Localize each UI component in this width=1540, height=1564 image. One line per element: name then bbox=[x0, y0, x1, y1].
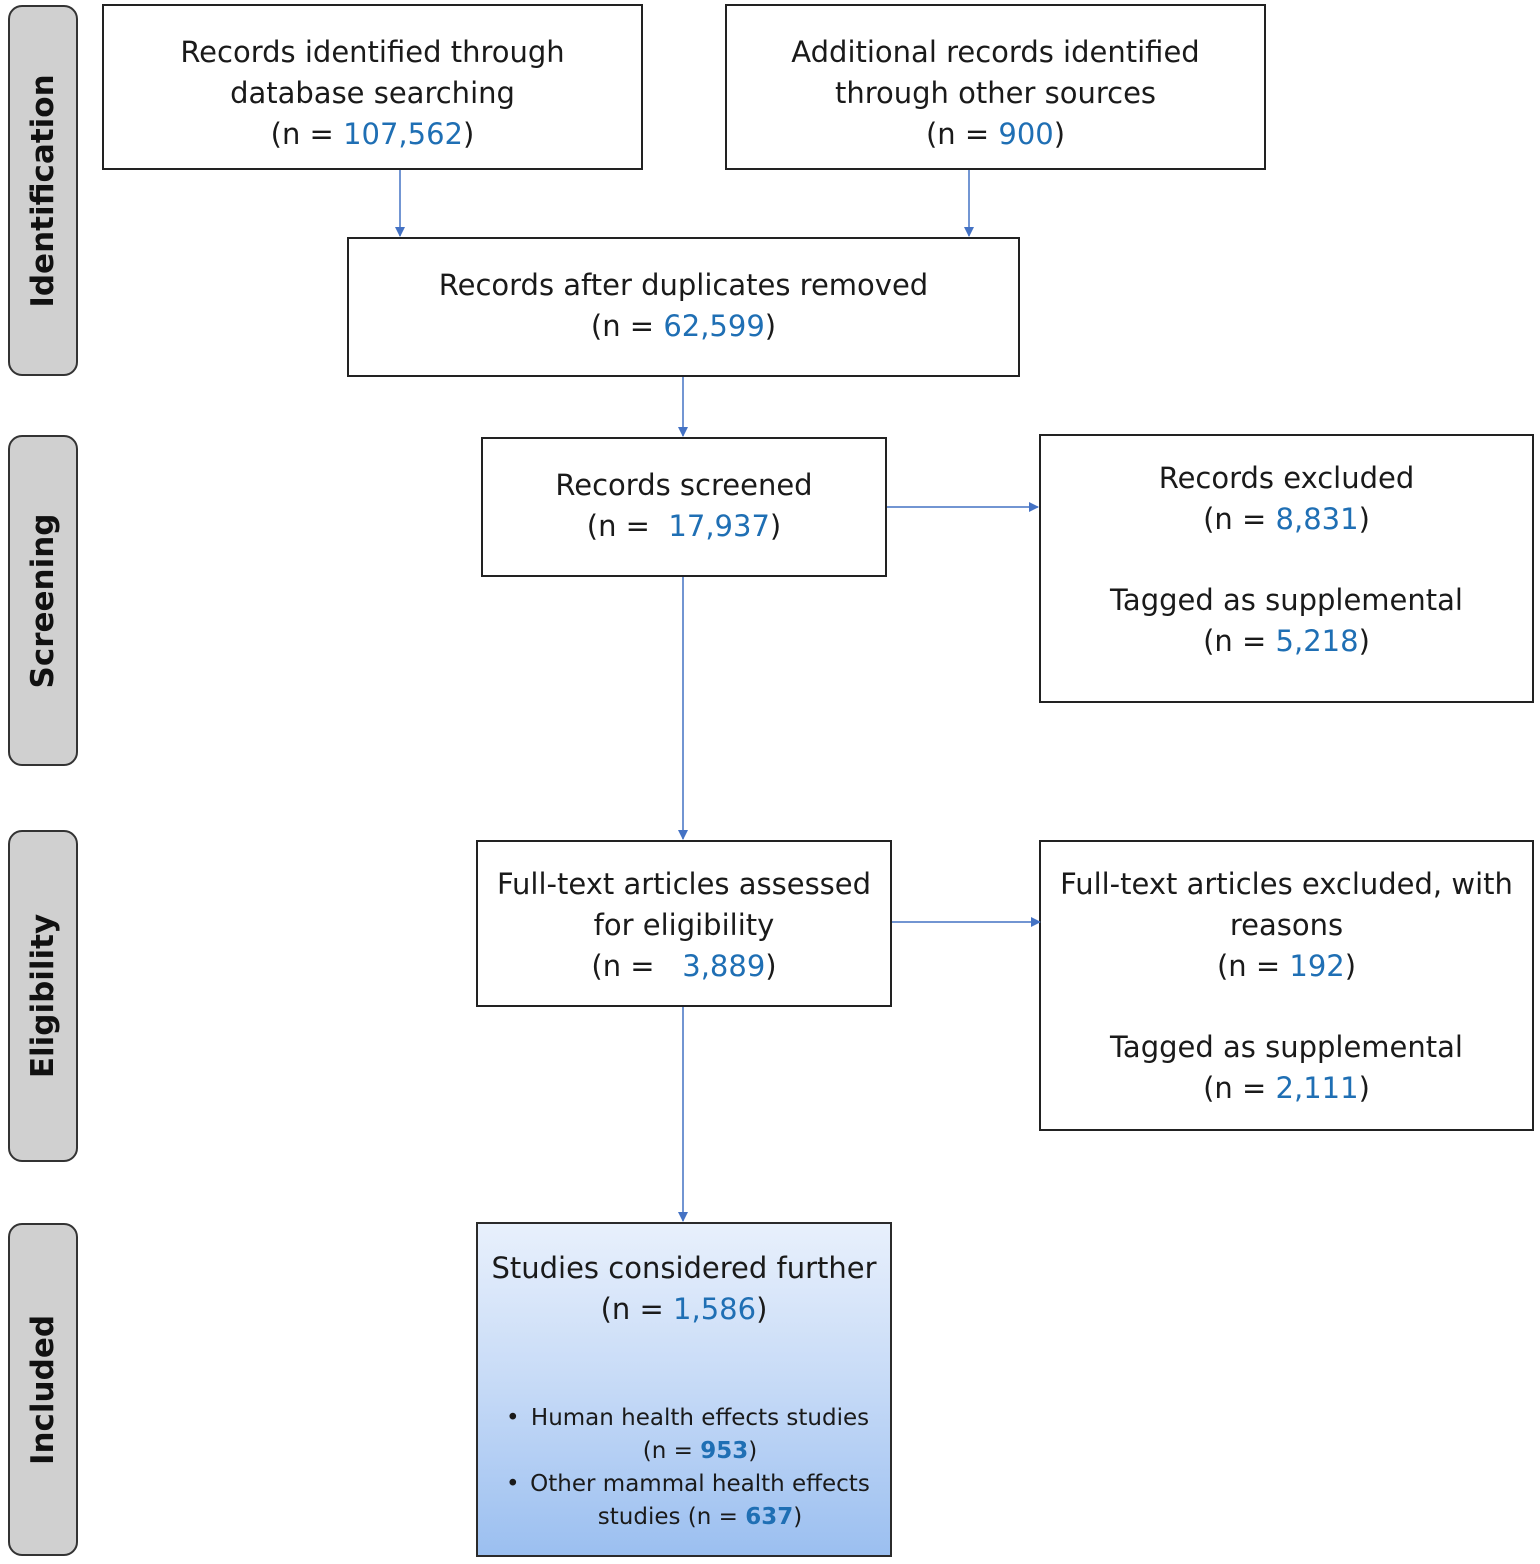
screened-count: (n = 17,937) bbox=[586, 509, 782, 543]
fulltext-count: (n = 3,889) bbox=[591, 949, 777, 983]
box-database-searching: Records identified through database sear… bbox=[102, 4, 643, 170]
bullet-mammal-text: Other mammal health effects bbox=[530, 1471, 870, 1497]
other-sources-count: (n = 900) bbox=[925, 117, 1066, 151]
excluded-count: (n = 8,831) bbox=[1203, 502, 1370, 536]
other-sources-n: 900 bbox=[998, 117, 1054, 151]
fulltext-excluded-supplemental-count: (n = 2,111) bbox=[1203, 1071, 1370, 1105]
screened-n: 17,937 bbox=[668, 509, 770, 543]
db-search-line1: Records identified through bbox=[180, 35, 565, 69]
other-sources-line1: Additional records identified bbox=[791, 35, 1200, 69]
screened-line1: Records screened bbox=[555, 468, 813, 502]
phase-identification: Identification bbox=[8, 5, 78, 376]
bullet-other-mammal: • Other mammal health effects studies (n… bbox=[478, 1468, 890, 1534]
bullet-dot-icon: • bbox=[506, 1471, 520, 1497]
other-sources-line2: through other sources bbox=[834, 76, 1157, 110]
final-count: (n = 1,586) bbox=[600, 1292, 768, 1326]
phase-included: Included bbox=[8, 1223, 78, 1556]
fulltext-excluded-line1: Full-text articles excluded, with bbox=[1060, 867, 1513, 901]
excluded-supplemental-count: (n = 5,218) bbox=[1203, 624, 1370, 658]
box-fulltext-assessed: Full-text articles assessed for eligibil… bbox=[476, 840, 892, 1007]
phase-eligibility: Eligibility bbox=[8, 830, 78, 1162]
bullet-human-text: Human health effects studies bbox=[530, 1405, 870, 1431]
db-search-count: (n = 107,562) bbox=[270, 117, 475, 151]
box-duplicates-removed: Records after duplicates removed (n = 62… bbox=[347, 237, 1020, 377]
phase-screening: Screening bbox=[8, 435, 78, 766]
box-records-excluded: Records excluded (n = 8,831) Tagged as s… bbox=[1039, 434, 1534, 703]
final-bullet-list: • Human health effects studies (n = 953)… bbox=[478, 1402, 890, 1534]
dedup-line1: Records after duplicates removed bbox=[438, 268, 929, 302]
box-other-sources: Additional records identified through ot… bbox=[725, 4, 1266, 170]
bullet-mammal-count: studies (n = 637) bbox=[597, 1504, 803, 1530]
dedup-count: (n = 62,599) bbox=[590, 309, 777, 343]
excluded-supplemental-line: Tagged as supplemental bbox=[1110, 583, 1463, 617]
bullet-dot-icon: • bbox=[506, 1405, 520, 1431]
bullet-mammal-n: 637 bbox=[745, 1504, 794, 1530]
fulltext-excluded-line2: reasons bbox=[1229, 908, 1344, 942]
fulltext-excluded-supplemental-line: Tagged as supplemental bbox=[1110, 1030, 1463, 1064]
excluded-line1: Records excluded bbox=[1158, 461, 1415, 495]
fulltext-line2: for eligibility bbox=[593, 908, 775, 942]
final-n: 1,586 bbox=[673, 1292, 757, 1326]
dedup-n: 62,599 bbox=[663, 309, 765, 343]
db-search-line2: database searching bbox=[230, 76, 515, 110]
final-line1: Studies considered further bbox=[491, 1251, 877, 1285]
box-records-screened: Records screened (n = 17,937) bbox=[481, 437, 887, 577]
fulltext-excluded-supplemental-n: 2,111 bbox=[1275, 1071, 1359, 1105]
excluded-n: 8,831 bbox=[1275, 502, 1359, 536]
box-fulltext-excluded: Full-text articles excluded, with reason… bbox=[1039, 840, 1534, 1131]
box-studies-considered: Studies considered further (n = 1,586) •… bbox=[476, 1222, 892, 1557]
bullet-human-count: (n = 953) bbox=[642, 1438, 758, 1464]
fulltext-n: 3,889 bbox=[682, 949, 766, 983]
db-search-n: 107,562 bbox=[343, 117, 464, 151]
fulltext-excluded-count: (n = 192) bbox=[1216, 949, 1357, 983]
fulltext-excluded-n: 192 bbox=[1289, 949, 1345, 983]
fulltext-line1: Full-text articles assessed bbox=[496, 867, 872, 901]
excluded-supplemental-n: 5,218 bbox=[1275, 624, 1359, 658]
bullet-human-health: • Human health effects studies (n = 953) bbox=[478, 1402, 890, 1468]
bullet-human-n: 953 bbox=[700, 1438, 749, 1464]
